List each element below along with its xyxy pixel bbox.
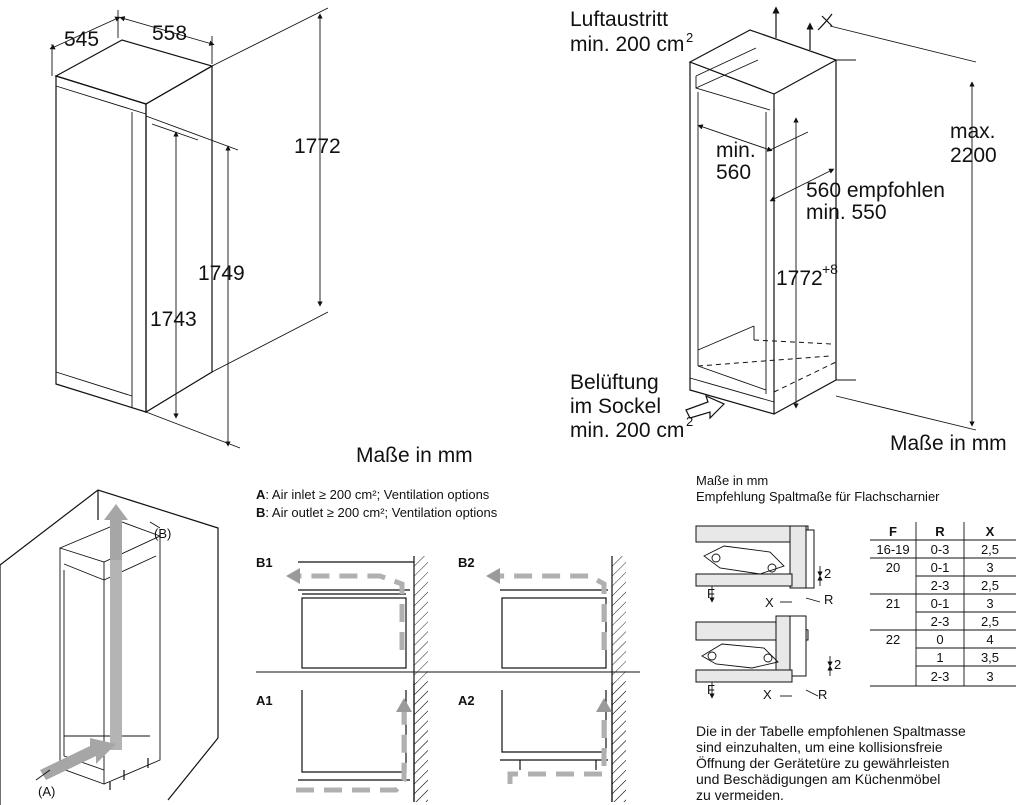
isometric-cabinet: (B) (A) (0, 489, 219, 805)
r-label-1: R (824, 592, 833, 607)
panel-a1 (296, 682, 428, 802)
recommended-line2: min. 550 (806, 201, 887, 224)
table-cell: 0 (936, 632, 943, 647)
panel-label-b2: B2 (458, 555, 475, 570)
base-vent-line2: im Sockel (570, 395, 661, 418)
table-cell: 0-3 (931, 542, 950, 557)
hinge-detail-1 (695, 525, 823, 603)
iso-inlet-label: (A) (38, 784, 55, 799)
air-outlet-line2: min. 200 cm (570, 33, 684, 56)
dim-1743: 1743 (150, 308, 197, 331)
legend-b-letter: B (256, 505, 265, 520)
table-cell: 21 (886, 596, 900, 611)
svg-text:B: Air outlet ≥ 200 cm²; Venti: B: Air outlet ≥ 200 cm²; Ventilation opt… (256, 505, 498, 520)
max-label: max. (950, 120, 996, 143)
x-label-2: X (763, 687, 772, 702)
table-cell: 2,5 (981, 578, 999, 593)
note-line-1: Die in der Tabelle empfohlenen Spaltmass… (696, 723, 966, 739)
panel-label-b1: B1 (256, 555, 273, 570)
hinge-subtitle: Empfehlung Spaltmaße für Flachscharnier (696, 489, 940, 504)
table-header-f: F (889, 524, 897, 539)
table-header-x: X (986, 524, 995, 539)
niche-units-label: Maße in mm (890, 432, 1007, 455)
table-cell: 4 (986, 632, 993, 647)
iso-outlet-label: (B) (154, 526, 171, 541)
niche-height: 1772 (776, 267, 823, 290)
table-cell: 3 (986, 596, 993, 611)
table-cell: 3 (986, 669, 993, 684)
table-cell: 2,5 (981, 614, 999, 629)
panel-a2 (500, 682, 626, 802)
base-vent-line3: min. 200 cm (570, 419, 684, 442)
hinge-detail-2 (695, 615, 833, 699)
niche-drawing: Luftaustritt min. 200 cm 2 min. 560 560 … (570, 6, 1007, 455)
gap-2-label-1: 2 (824, 566, 831, 581)
table-cell: 16-19 (876, 542, 909, 557)
table-header-r: R (935, 524, 945, 539)
table-cell: 3,5 (981, 650, 999, 665)
table-cell: 22 (886, 632, 900, 647)
dim-1772: 1772 (294, 135, 341, 158)
table-cell: 0-1 (931, 560, 950, 575)
note-line-4: und Beschädigungen am Küchenmöbel (696, 771, 940, 787)
gap-2-label-2: 2 (834, 657, 841, 672)
f-label-2: F (707, 682, 715, 697)
table-cell: 20 (886, 560, 900, 575)
hinge-section: Maße in mm Empfehlung Spaltmaße für Flac… (695, 473, 1016, 803)
note-line-5: zu vermeiden. (696, 787, 784, 803)
legend-a-text: : Air inlet ≥ 200 cm²; Ventilation optio… (265, 487, 489, 502)
table-cell: 2-3 (931, 669, 950, 684)
table-cell: 2-3 (931, 578, 950, 593)
note-line-3: Öffnung der Gerätetüre zu gewährleisten (696, 754, 949, 771)
ventilation-options: A: Air inlet ≥ 200 cm²; Ventilation opti… (256, 487, 640, 802)
panel-b1 (286, 556, 428, 802)
svg-text:A: Air inlet ≥ 200 cm²; Ventil: A: Air inlet ≥ 200 cm²; Ventilation opti… (256, 487, 490, 502)
table-cell: 2-3 (931, 614, 950, 629)
panel-label-a2: A2 (458, 693, 475, 708)
niche-height-tolerance: +8 (822, 261, 838, 277)
dim-558: 558 (152, 22, 187, 45)
air-outlet-line1: Luftaustritt (570, 8, 668, 31)
table-cell: 1 (936, 650, 943, 665)
min-label: min. (716, 139, 756, 162)
r-label-2: R (818, 687, 827, 702)
x-label-1: X (765, 595, 774, 610)
min-560-value: 560 (716, 161, 751, 184)
panel-label-a1: A1 (256, 693, 273, 708)
table-cell: 3 (986, 560, 993, 575)
base-vent-line1: Belüftung (570, 371, 659, 394)
fridge-units-label: Maße in mm (356, 444, 473, 467)
table-cell: 2,5 (981, 542, 999, 557)
legend-a-letter: A (256, 487, 266, 502)
gap-table (870, 522, 1016, 687)
legend-b-text: : Air outlet ≥ 200 cm²; Ventilation opti… (265, 505, 497, 520)
hinge-units-label: Maße in mm (696, 473, 768, 488)
note-line-2: sind einzuhalten, um eine kollisionsfrei… (696, 739, 943, 755)
dim-1749: 1749 (198, 262, 245, 285)
table-cell: 0-1 (931, 596, 950, 611)
fridge-drawing: 545 558 1772 1749 1743 Maße in mm (49, 7, 473, 467)
air-outlet-sup: 2 (686, 30, 693, 45)
dim-545: 545 (64, 28, 99, 51)
max-2200-value: 2200 (950, 144, 997, 167)
f-label-1: F (707, 586, 715, 601)
recommended-line1: 560 empfohlen (806, 179, 945, 202)
base-vent-sup: 2 (686, 414, 693, 429)
